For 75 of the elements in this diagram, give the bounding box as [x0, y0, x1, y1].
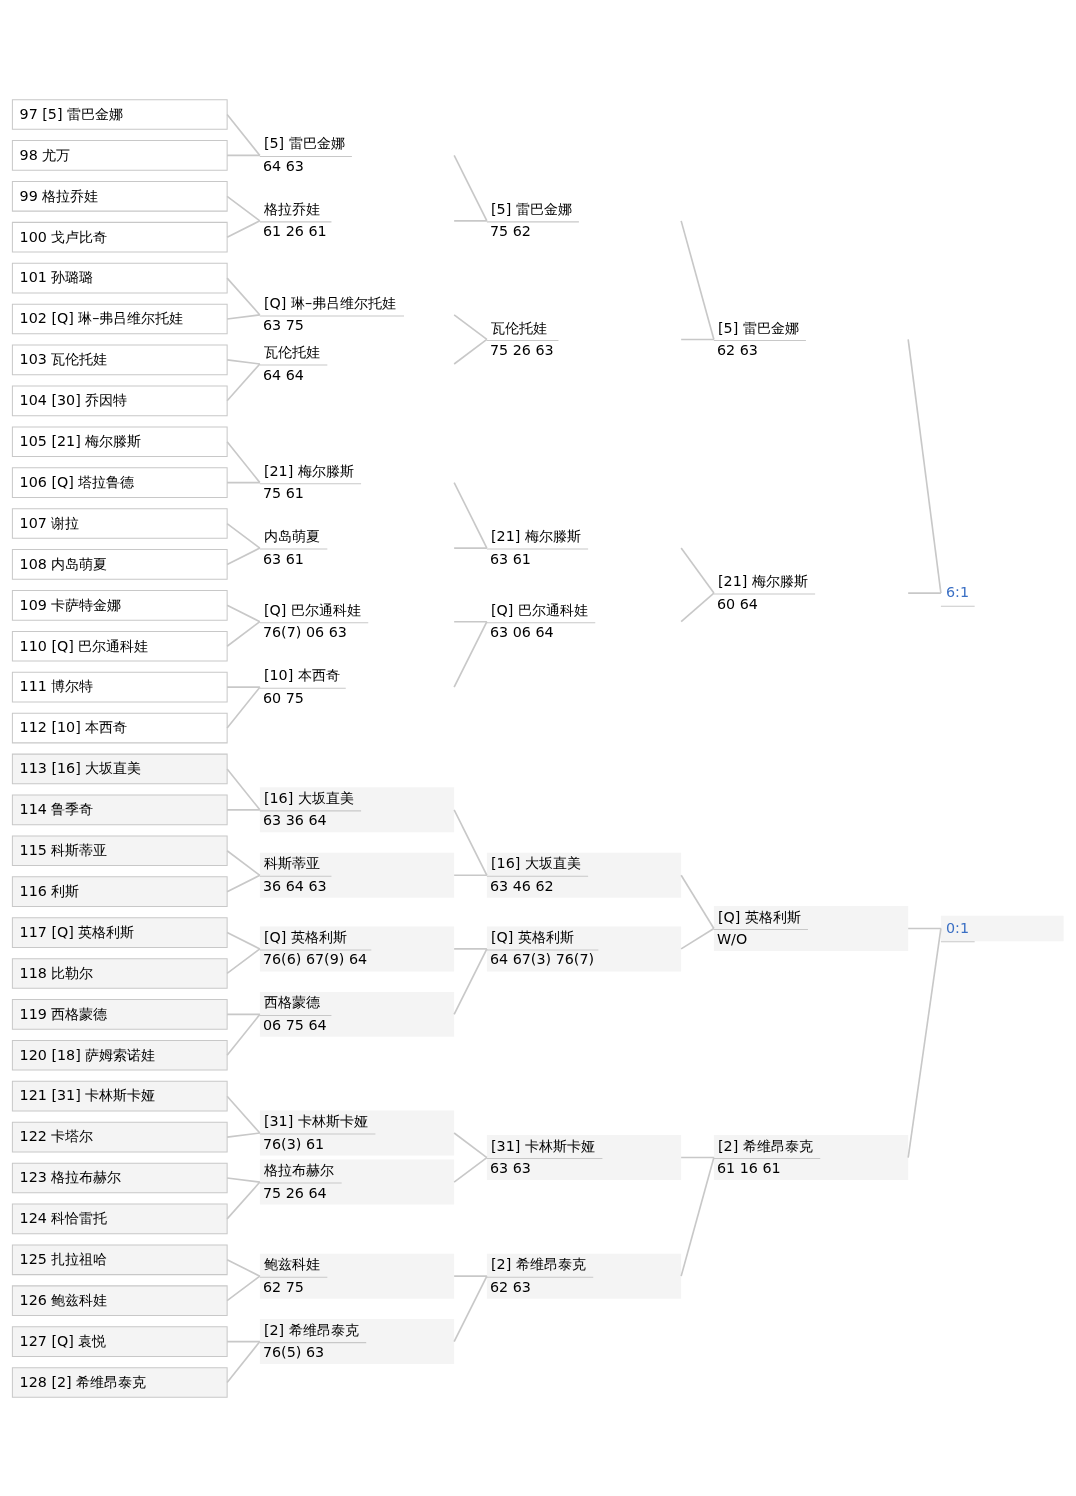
connector	[226, 849, 261, 876]
connector	[680, 219, 715, 340]
connector	[907, 591, 942, 594]
connector	[226, 1274, 261, 1301]
connector	[226, 947, 261, 974]
node-text: [10] 本西奇 60 75	[262, 666, 340, 706]
connector	[453, 338, 488, 365]
connector	[226, 313, 261, 320]
node-text: [5] 雷巴金娜 75 62	[489, 200, 572, 239]
connector	[680, 927, 715, 950]
node-text: 6:1	[946, 583, 970, 600]
connector	[226, 1013, 261, 1056]
connector	[226, 685, 261, 688]
node-text: [5] 雷巴金娜 62 63	[716, 319, 799, 358]
connector	[907, 338, 942, 594]
connector	[453, 1274, 488, 1277]
connector	[680, 591, 715, 623]
connector	[453, 947, 488, 1015]
connector	[226, 620, 261, 647]
node-text: 内岛萌夏 63 61	[262, 527, 320, 567]
connector	[680, 338, 715, 340]
connector	[226, 1258, 261, 1277]
connector	[226, 685, 261, 729]
connector	[226, 154, 261, 156]
connector	[226, 1131, 261, 1138]
connector	[907, 927, 942, 929]
connector	[226, 1013, 261, 1015]
node-text: [21] 梅尔滕斯 60 64	[716, 572, 808, 612]
connector	[453, 947, 488, 950]
connector	[453, 481, 488, 549]
connector	[226, 808, 261, 811]
connector	[680, 873, 715, 929]
connector	[453, 873, 488, 876]
connector	[453, 1156, 488, 1183]
connector	[453, 313, 488, 340]
connector	[226, 481, 261, 483]
connector	[226, 1340, 261, 1342]
connector	[453, 620, 488, 688]
connector	[453, 808, 488, 876]
node-text: 格拉乔娃 61 26 61	[262, 200, 327, 239]
node-text: [21] 梅尔滕斯 75 61	[262, 462, 354, 501]
node-text: 瓦伦托娃 75 26 63	[489, 319, 554, 358]
connector	[453, 620, 488, 623]
node-text: 瓦伦托娃 64 64	[262, 343, 320, 383]
connector	[226, 1094, 261, 1134]
connector	[226, 440, 261, 483]
connector	[226, 276, 261, 316]
connector	[226, 1340, 261, 1383]
connector	[226, 873, 261, 892]
node-text: [Q] 巴尔通科娃 63 06 64	[489, 601, 588, 640]
connector	[453, 546, 488, 549]
connector	[226, 604, 261, 623]
connector	[226, 1180, 261, 1220]
connector	[680, 546, 715, 594]
connector	[226, 1176, 261, 1183]
connector	[226, 546, 261, 565]
connector	[226, 522, 261, 549]
node-text: [Q] 琳–弗吕维尔托娃 63 75	[262, 294, 397, 333]
connector	[226, 358, 261, 365]
node-text: [21] 梅尔滕斯 63 61	[489, 527, 581, 567]
connector	[680, 1156, 715, 1158]
connector	[226, 219, 261, 238]
connector	[453, 1274, 488, 1342]
connector	[453, 1131, 488, 1158]
connector	[226, 195, 261, 222]
connector	[453, 154, 488, 222]
connector	[226, 767, 261, 811]
connector	[453, 219, 488, 222]
connector	[680, 1156, 715, 1277]
node-text: [Q] 巴尔通科娃 76(7) 06 63	[262, 601, 361, 640]
connector	[226, 113, 261, 156]
node-text: [5] 雷巴金娜 64 63	[262, 134, 345, 174]
connector	[907, 927, 942, 1158]
connector	[226, 362, 261, 402]
connector	[226, 931, 261, 950]
